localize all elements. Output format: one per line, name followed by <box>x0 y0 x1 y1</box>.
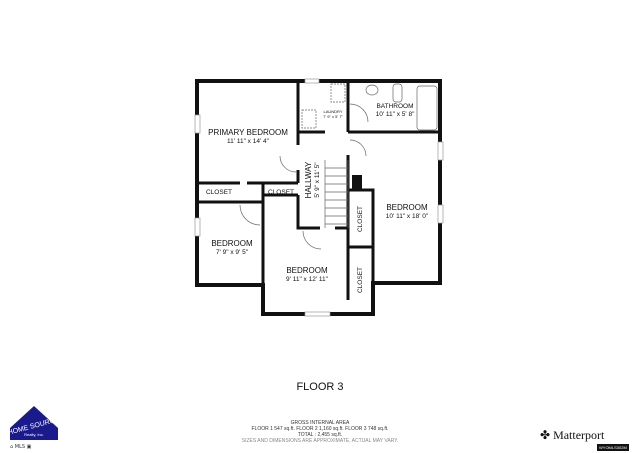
stairs <box>324 160 349 228</box>
room-closet: CLOSET <box>205 189 233 196</box>
svg-text:⌂ MLS ▣: ⌂ MLS ▣ <box>10 444 32 450</box>
matterport-icon: ✤ <box>540 428 551 442</box>
floor-label: FLOOR 3 <box>296 381 344 393</box>
matterport-badge: WYOMLS302M <box>597 444 629 451</box>
room-size: 7' 9" x 5' 7" <box>323 114 343 119</box>
window <box>304 311 331 317</box>
room-size: 10' 11" x 5' 8" <box>375 111 415 118</box>
bathtub-icon <box>416 85 438 131</box>
sink-icon <box>392 83 403 103</box>
room-closet: CLOSET <box>357 266 364 294</box>
room-size: 5' 9" x 11' 5" <box>314 162 321 198</box>
door-swing <box>349 139 367 157</box>
room-size: 11' 11" x 14' 4" <box>227 138 269 145</box>
area-title: GROSS INTERNAL AREA <box>290 420 350 426</box>
door-swing <box>239 204 261 226</box>
matterport-logo: ✤ Matterport <box>540 428 604 443</box>
room-name: BATHROOM <box>376 103 414 110</box>
room-name: LAUNDRY <box>323 109 343 114</box>
laundry-machine <box>301 109 317 129</box>
wall-laundry <box>298 81 440 134</box>
room-size: 10' 11" x 18' 0" <box>385 213 429 220</box>
door-swing <box>302 230 322 250</box>
area-note: SIZES AND DIMENSIONS ARE APPROXIMATE, AC… <box>241 438 399 444</box>
wall-small-bedroom <box>261 183 298 285</box>
door-swing <box>279 155 297 173</box>
room-name: HALLWAY <box>304 161 313 199</box>
room-name: BEDROOM <box>386 203 428 212</box>
matterport-text: Matterport <box>553 428 605 442</box>
wall-closet-row <box>197 181 298 204</box>
home-source-logo: HOME SOURCE Realty, Inc. ⌂ MLS ▣ <box>7 406 60 450</box>
door-swing <box>349 103 369 123</box>
room-name: BEDROOM <box>286 266 328 275</box>
laundry-machine <box>330 83 346 103</box>
window <box>437 141 444 161</box>
room-closet: CLOSET <box>267 189 295 196</box>
window <box>194 114 201 134</box>
gross-area-block: GROSS INTERNAL AREA FLOOR 1 547 sq.ft. F… <box>242 420 399 444</box>
svg-text:Realty, Inc.: Realty, Inc. <box>24 432 44 437</box>
window <box>194 217 201 237</box>
chimney <box>352 175 362 189</box>
window <box>437 204 444 224</box>
wall-hallway-left <box>296 195 348 230</box>
room-name: PRIMARY BEDROOM <box>208 128 288 137</box>
room-size: 7' 9" x 9' 5" <box>215 249 249 256</box>
room-size: 9' 11" x 12' 11" <box>286 276 328 283</box>
room-closet: CLOSET <box>357 205 364 233</box>
area-floors: FLOOR 1 547 sq.ft. FLOOR 2 1,160 sq.ft. … <box>251 426 389 432</box>
window <box>304 78 320 84</box>
room-name: BEDROOM <box>211 239 253 248</box>
area-total: TOTAL : 2,455 sq.ft. <box>297 432 343 438</box>
toilet-icon <box>365 84 379 96</box>
